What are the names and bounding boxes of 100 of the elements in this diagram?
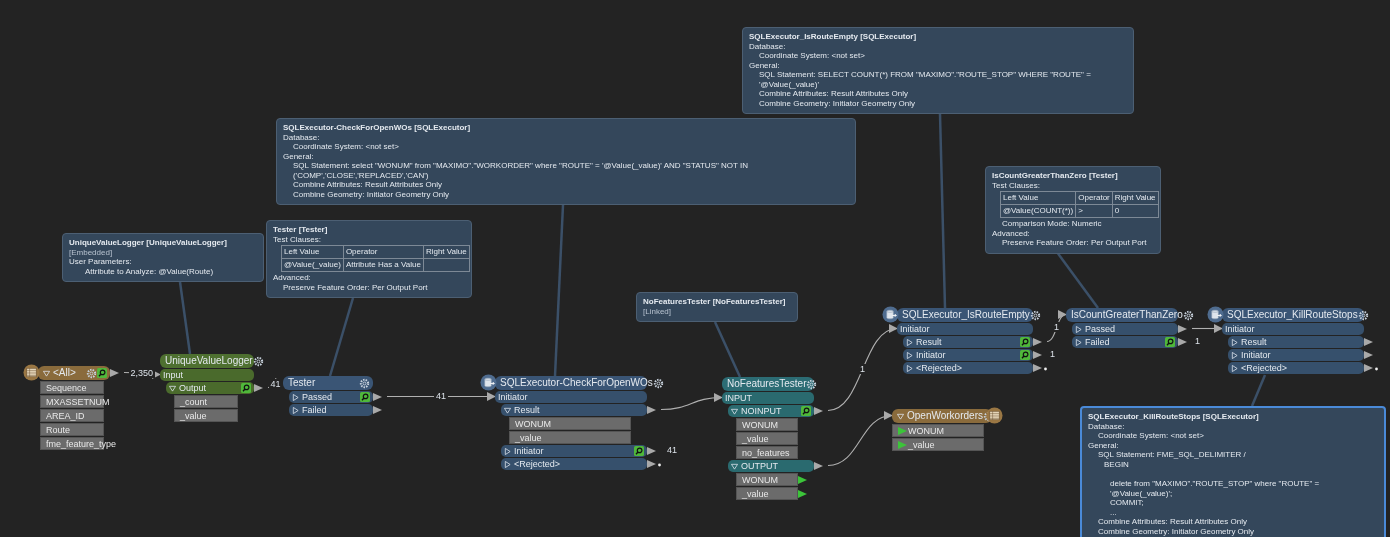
callout-text: Attribute to Analyze: @Value(Route) — [84, 266, 215, 276]
callout-text: User Parameters: — [69, 257, 133, 267]
callout-text: Test Clauses: — [273, 234, 323, 244]
callout-text: Comparison Mode: Numeric — [1001, 219, 1103, 229]
attribute-name: _value — [742, 432, 770, 445]
column-header: Left Value — [1000, 191, 1076, 205]
column-header: Left Value — [281, 245, 344, 259]
transformer-name: OpenWorkorders — [907, 410, 983, 422]
port-label: Passed — [1085, 323, 1117, 335]
callout-text: General: — [749, 60, 781, 70]
port-label: Initiator — [514, 445, 545, 457]
callout-text: SQL Statement: FME_SQL_DELIMITER / — [1097, 450, 1247, 460]
connector-arrow — [827, 325, 898, 412]
callout-title: Tester [Tester] — [273, 225, 329, 235]
port-label: <Rejected> — [916, 362, 964, 374]
port-label: INPUT — [725, 392, 753, 404]
callout-text: COMMIT; — [1109, 498, 1145, 508]
callout-text: Advanced: — [992, 228, 1031, 238]
attribute-name: WONUM — [742, 418, 779, 431]
column-header: Right Value — [423, 245, 470, 259]
callout-title: SQLExecutor-CheckForOpenWOs [SQLExecutor] — [283, 123, 472, 133]
table-value: 0 — [1112, 204, 1159, 218]
port-label: <Rejected> — [1241, 362, 1289, 374]
callout-title: NoFeaturesTester [NoFeaturesTester] — [643, 297, 787, 307]
callout-title: SQLExecutor_IsRouteEmpty [SQLExecutor] — [749, 32, 918, 42]
attribute-name: Sequence — [46, 381, 88, 394]
attribute-name: _count — [180, 395, 209, 408]
connector-arrow — [827, 412, 893, 467]
connector-arrow — [1191, 324, 1223, 333]
attribute-name: MXASSETNUM — [46, 395, 110, 408]
port-label: Initiator — [1241, 349, 1272, 361]
attribute-name: no_features — [742, 446, 791, 459]
attribute-name: Route — [46, 423, 72, 436]
port-label: Initiator — [916, 349, 947, 361]
callout-title: SQLExecutor_KillRouteStops [SQLExecutor] — [1088, 412, 1260, 422]
leader-line — [938, 113, 947, 309]
callout-text: Coordinate System: <not set> — [292, 142, 400, 152]
port-label: Output — [179, 382, 208, 394]
column-header: Operator — [343, 245, 424, 259]
callout-text: Combine Attributes: Result Attributes Only — [758, 89, 909, 99]
port-label: OUTPUT — [741, 460, 779, 472]
callout-text: Combine Geometry: Initiator Geometry Only — [1097, 526, 1256, 536]
edge-label: 1 — [858, 363, 867, 374]
edge-label: 41 — [268, 379, 283, 389]
callout-text: Database: — [749, 41, 787, 51]
attribute-name: WONUM — [515, 417, 552, 430]
leader-line — [1250, 374, 1267, 407]
callout-text: ... — [1109, 507, 1118, 517]
callout-text: SQL Statement: select "WONUM" from "MAXIMO"."WORKORDER" where "ROUTE" = '@Value(_value)' AND "STATUS" NOT IN ('COMP','CLOSE','REPLACED','CAN') — [292, 161, 749, 180]
callout-text: General: — [1088, 440, 1120, 450]
port-label: Input — [163, 369, 185, 381]
callout-text: Advanced: — [273, 273, 312, 283]
edge-label: 1 — [1052, 322, 1061, 332]
annotation-callout — [636, 292, 798, 322]
callout-text: BEGIN — [1103, 459, 1130, 469]
table-value: @Value(COUNT(*)) — [1000, 204, 1076, 218]
port-label: Initiator — [498, 391, 529, 403]
annotation-callout — [742, 27, 1134, 114]
transformer-name: SQLExecutor-CheckForOpenWOs — [500, 377, 653, 389]
callout-text: Preserve Feature Order: Per Output Port — [1001, 238, 1148, 248]
callout-text: Database: — [283, 132, 321, 142]
transformer-name: SQLExecutor_KillRouteStops — [1227, 309, 1358, 321]
callout-text: Coordinate System: <not set> — [1097, 431, 1205, 441]
transformer-name: NoFeaturesTester — [727, 378, 807, 390]
callout-text: SQL Statement: SELECT COUNT(*) FROM "MAXIMO"."ROUTE_STOP" WHERE "ROUTE" = '@Value(_value)' — [758, 70, 1092, 89]
connector-arrow — [660, 393, 723, 411]
table-value: @Value(_value) — [281, 258, 344, 272]
table-value: > — [1075, 204, 1113, 218]
feature-count: 1 — [1195, 336, 1200, 346]
port-label: Initiator — [900, 323, 931, 335]
leader-line — [553, 204, 565, 377]
port-label: Failed — [1085, 336, 1111, 348]
port-label: Result — [916, 336, 943, 348]
leader-line — [328, 297, 355, 377]
callout-text: Preserve Feature Order: Per Output Port — [282, 282, 429, 292]
callout-text: Coordinate System: <not set> — [758, 51, 866, 61]
leader-line — [178, 281, 192, 355]
callout-text: Test Clauses: — [992, 180, 1042, 190]
connector-arrow — [386, 392, 496, 401]
callout-text: Database: — [1088, 421, 1126, 431]
callout-text: [Linked] — [643, 306, 673, 316]
selected-annotation-callout — [1080, 406, 1386, 537]
annotation-callout — [985, 166, 1161, 254]
transformer-name: Tester — [288, 377, 317, 389]
callout-text: [Embedded] — [69, 247, 114, 257]
callout-text: Combine Geometry: Initiator Geometry Only — [292, 189, 451, 199]
callout-title: IsCountGreaterThanZero [Tester] — [992, 171, 1119, 181]
attribute-name: WONUM — [742, 473, 779, 486]
attribute-name: fme_feature_type — [46, 437, 117, 450]
edge-label: 2,350 — [128, 367, 156, 378]
callout-text: Combine Attributes: Result Attributes Only — [1097, 517, 1248, 527]
table-value: Attribute Has a Value — [343, 258, 424, 272]
column-header: Operator — [1075, 191, 1113, 205]
annotation-callout — [276, 118, 856, 205]
callout-title: UniqueValueLogger [UniqueValueLogger] — [69, 238, 228, 248]
attribute-name: _value — [180, 409, 208, 422]
callout-text: delete from "MAXIMO"."ROUTE_STOP" where "ROUTE" = '@Value(_value)'; — [1109, 479, 1321, 498]
port-label: Result — [1241, 336, 1268, 348]
feature-count: 41 — [667, 445, 677, 455]
annotation-callout — [266, 220, 472, 298]
